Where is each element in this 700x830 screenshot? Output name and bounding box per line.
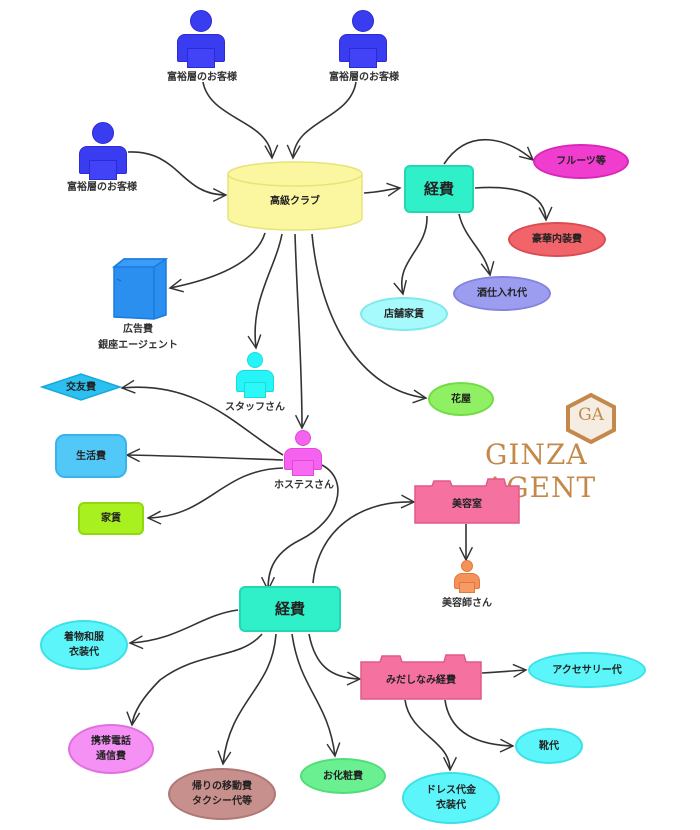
ad-label: 広告費 銀座エージェント [98,324,178,351]
person-icon [92,122,114,144]
folder-shape [360,654,482,700]
edge-customer3-club [127,151,228,203]
hostess-label: ホステスさん [274,480,334,491]
accessory-node[interactable]: アクセサリー代 [528,652,646,688]
edge-expense-grooming [308,633,362,686]
social-label: 交友費 [66,381,96,393]
staff-node[interactable] [235,352,275,400]
edge-club-expense [363,182,402,197]
edge-expense-kimono [128,609,239,650]
taxi-node[interactable]: 帰りの移動費 タクシー代等 [168,768,276,820]
edge-expense-taxi [217,633,277,766]
edge-club-ad [168,232,266,293]
dress-node[interactable]: ドレス代金 衣装代 [402,772,500,824]
salon-label: 美容室 [452,499,482,510]
customer-2-node[interactable] [338,10,388,70]
person-icon [352,10,374,32]
expense-bottom-node[interactable]: 経費 [239,586,341,632]
edge-grooming-accessory [481,663,528,678]
edge-expense-interior [474,186,553,222]
edge-expense-fruit [443,138,535,165]
salon-node[interactable]: 美容室 [414,478,520,524]
customer-1-node[interactable] [176,10,226,70]
edge-grooming-dress [404,699,458,772]
customer-3-node[interactable] [78,122,128,182]
fruit-node[interactable]: フルーツ等 [533,144,629,179]
cosmetics-node[interactable]: お化粧費 [300,758,386,794]
edge-expense-phone [126,633,263,727]
edge-expense-cosmetics [291,633,341,758]
hexagon-logo-icon [566,392,616,444]
living-node[interactable]: 生活費 [55,434,127,478]
customer-2-label: 富裕層のお客様 [329,72,399,83]
kimono-node[interactable]: 着物和服 衣装代 [40,620,128,670]
stylist-label: 美容師さん [442,598,492,609]
person-icon [295,430,311,446]
person-icon [461,560,473,572]
edge-expense-salon [312,494,416,584]
phone-node[interactable]: 携帯電話 通信費 [68,724,154,774]
staff-label: スタッフさん [225,402,285,413]
ad-node[interactable] [110,255,170,320]
ginza-agent-logo: GA GINZA AGENT [485,392,690,504]
logo-mark: GA [578,405,604,425]
customer-3-label: 富裕層のお客様 [67,182,137,193]
edge-hostess-living [125,448,284,463]
housing-node[interactable]: 家賃 [78,502,144,535]
edge-club-staff [247,233,283,350]
edge-hostess-housing [146,467,284,525]
grooming-label: みだしなみ経費 [386,675,456,686]
edge-expense-liquor [458,213,495,277]
person-icon [190,10,212,32]
expense-top-node[interactable]: 経費 [404,165,474,213]
cylinder-shape [227,161,363,231]
flower-node[interactable]: 花屋 [428,382,494,416]
stylist-node[interactable] [453,560,481,594]
box-icon [111,258,169,320]
person-icon [247,352,263,368]
hostess-node[interactable] [283,430,323,478]
shoes-node[interactable]: 靴代 [515,728,583,764]
social-node[interactable]: 交友費 [40,372,122,402]
edge-club-hostess [294,233,310,430]
edge-customer2-club [286,81,357,160]
customer-1-label: 富裕層のお客様 [167,72,237,83]
club-label: 高級クラブ [270,195,320,207]
edge-expense-rent [393,215,428,296]
diamond-shape [40,373,122,401]
edge-grooming-shoes [444,699,515,753]
rent-node[interactable]: 店舗家賃 [360,297,448,331]
club-node[interactable]: 高級クラブ [226,160,364,232]
interior-node[interactable]: 豪華内装費 [508,222,606,257]
folder-shape [414,478,520,524]
liquor-node[interactable]: 酒仕入れ代 [453,276,551,311]
edge-customer1-club [202,81,279,160]
grooming-node[interactable]: みだしなみ経費 [360,652,482,700]
